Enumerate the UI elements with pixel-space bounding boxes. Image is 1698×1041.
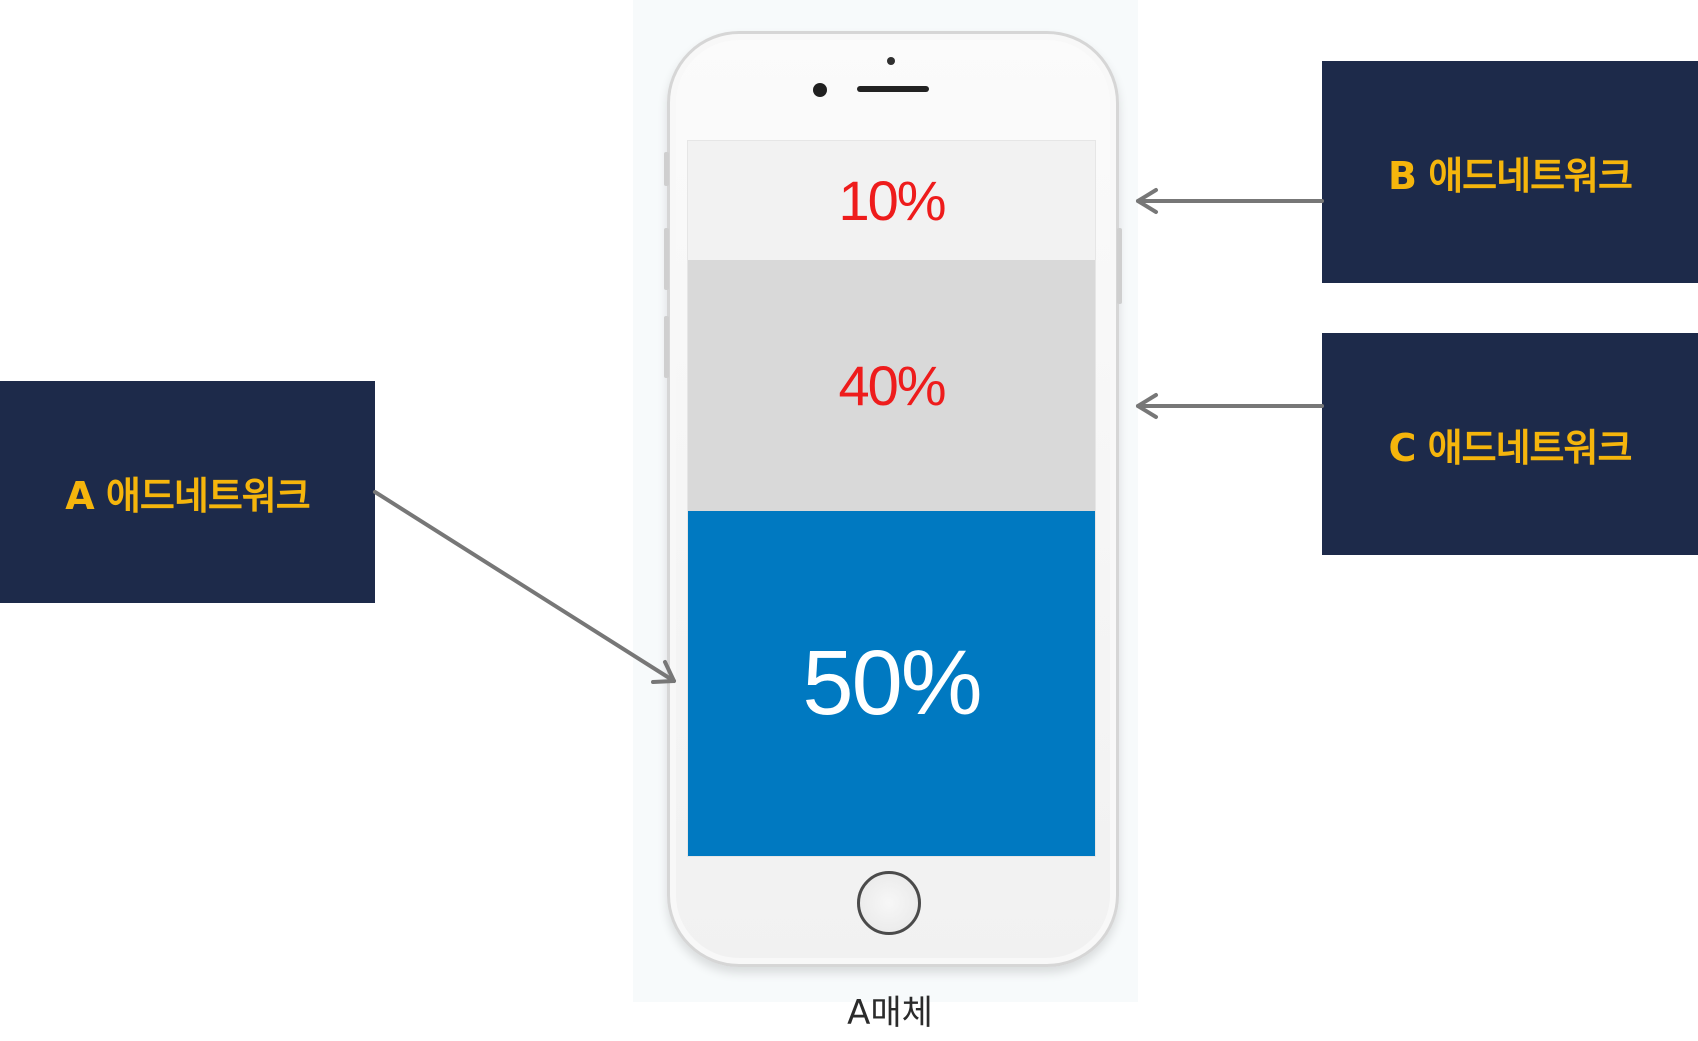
arrow-c [1136, 393, 1324, 419]
segment-c-network: 40% [688, 260, 1095, 511]
power-button [1117, 228, 1122, 304]
mute-switch [664, 152, 669, 186]
label-a-network: A 애드네트워크 [0, 381, 375, 603]
arrow-b [1136, 188, 1324, 214]
segment-b-network: 10% [688, 141, 1095, 260]
label-b-text: B 애드네트워크 [1388, 153, 1633, 198]
segment-a-network: 50% [688, 511, 1095, 856]
share-a-value: 50% [802, 632, 982, 734]
home-button-icon [857, 871, 921, 935]
front-camera-icon [813, 83, 827, 97]
volume-down-button [664, 316, 669, 378]
arrow-a [373, 490, 676, 684]
phone-screen: 10% 40% 50% [688, 141, 1095, 856]
share-b-value: 10% [838, 169, 946, 232]
sensor-icon [887, 57, 895, 65]
media-caption: A매체 [847, 993, 933, 1033]
speaker-icon [857, 86, 929, 92]
label-a-text: A 애드네트워크 [65, 473, 310, 518]
label-b-network: B 애드네트워크 [1322, 61, 1698, 283]
label-c-text: C 애드네트워크 [1388, 425, 1633, 470]
share-c-value: 40% [838, 354, 946, 417]
label-c-network: C 애드네트워크 [1322, 333, 1698, 555]
volume-up-button [664, 228, 669, 290]
